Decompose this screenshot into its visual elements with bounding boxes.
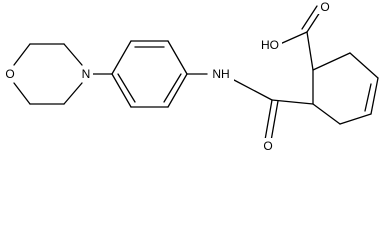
phenyl-double-bond-c bbox=[117, 73, 136, 103]
atom-labels: O N NH HO O O bbox=[3, 0, 332, 154]
phenyl-bond-1 bbox=[111, 40, 132, 75]
phenyl-double-bond-b bbox=[163, 73, 182, 103]
amide-carbonyl-oxygen-label: O bbox=[263, 139, 272, 153]
ring-bond-6 bbox=[312, 103, 341, 125]
cyclohexene-ring bbox=[312, 52, 379, 125]
acid-hydroxyl-label: HO bbox=[261, 38, 279, 52]
morpholine-oxygen-label: O bbox=[5, 67, 14, 81]
bond-carbonyl-ring bbox=[271, 99, 314, 105]
morpholine-nitrogen-label: N bbox=[82, 67, 91, 81]
bond-n-c-lower bbox=[63, 82, 83, 105]
bond-ring-acid-carbon bbox=[306, 31, 314, 71]
phenyl-ring bbox=[111, 40, 188, 108]
amide-c-o-bond-1 bbox=[264, 99, 273, 141]
acid-carbonyl-oxygen-label: O bbox=[320, 0, 329, 14]
ring-bond-4 bbox=[370, 77, 379, 115]
ring-bond-5 bbox=[339, 113, 372, 125]
phenyl-bond-3 bbox=[167, 40, 188, 75]
bond-nh-carbonyl bbox=[233, 79, 273, 101]
acid-c-o-double-2 bbox=[301, 5, 318, 30]
ring-bond-2 bbox=[312, 52, 351, 71]
ring-bond-3 bbox=[349, 52, 379, 79]
bond-c-n-upper bbox=[63, 43, 83, 66]
amide-c-o-bond-2 bbox=[270, 100, 279, 142]
chemical-structure-diagram: O N NH HO O O bbox=[3, 0, 379, 154]
bond-o-c-upper bbox=[13, 43, 31, 66]
phenyl-bond-6 bbox=[111, 73, 132, 108]
phenyl-bond-4 bbox=[167, 73, 188, 108]
ring-double-bond-inner bbox=[364, 83, 372, 112]
bond-c-o-lower bbox=[13, 82, 31, 105]
morpholine-ring bbox=[13, 43, 83, 105]
bond-acid-c-oh bbox=[279, 31, 308, 45]
amide-nh-label: NH bbox=[212, 67, 229, 81]
